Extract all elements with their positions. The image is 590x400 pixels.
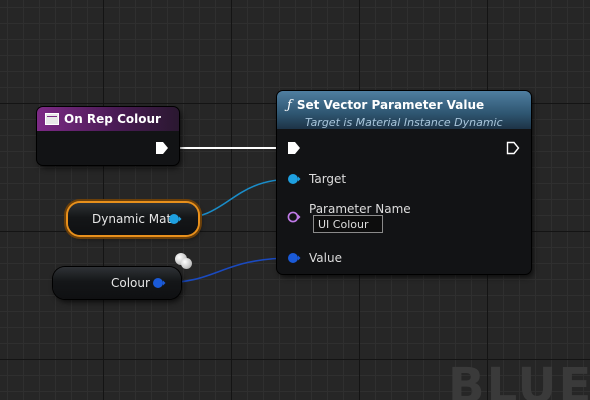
event-node-header: On Rep Colour — [37, 107, 179, 131]
variable-label: Dynamic Mat — [92, 212, 172, 226]
event-node-title: On Rep Colour — [64, 112, 161, 126]
target-pin-icon[interactable] — [287, 173, 301, 185]
variable-node-dynamic-mat[interactable]: Dynamic Mat — [68, 203, 198, 235]
event-icon — [45, 113, 59, 125]
target-pin-label: Target — [309, 172, 347, 186]
function-node-subtitle: Target is Material Instance Dynamic — [305, 116, 503, 129]
event-node-on-rep-colour[interactable]: On Rep Colour — [37, 107, 179, 165]
parameter-name-pin-label: Parameter Name — [309, 202, 411, 216]
parameter-name-pin-icon[interactable] — [287, 211, 301, 223]
function-node-set-vector-parameter-value[interactable]: ƒ Set Vector Parameter Value Target is Ma… — [277, 91, 531, 274]
function-node-header: ƒ Set Vector Parameter Value Target is Ma… — [277, 91, 531, 129]
exec-out-pin-icon[interactable] — [506, 141, 520, 155]
reroute-knot-icon[interactable] — [181, 258, 192, 269]
colour-out-pin-icon[interactable] — [152, 277, 166, 289]
dynamic-mat-out-pin-icon[interactable] — [168, 213, 182, 225]
blueprint-watermark: BLUEPRINT — [448, 358, 590, 400]
exec-out-pin-icon[interactable] — [155, 141, 169, 155]
value-pin-icon[interactable] — [287, 252, 301, 264]
value-pin-label: Value — [309, 251, 342, 265]
parameter-name-input[interactable]: UI Colour — [313, 215, 383, 233]
function-icon: ƒ — [287, 98, 292, 113]
variable-node-colour[interactable]: Colour — [53, 267, 181, 299]
variable-label: Colour — [111, 276, 150, 290]
function-node-title: Set Vector Parameter Value — [296, 98, 485, 112]
exec-in-pin-icon[interactable] — [287, 141, 301, 155]
